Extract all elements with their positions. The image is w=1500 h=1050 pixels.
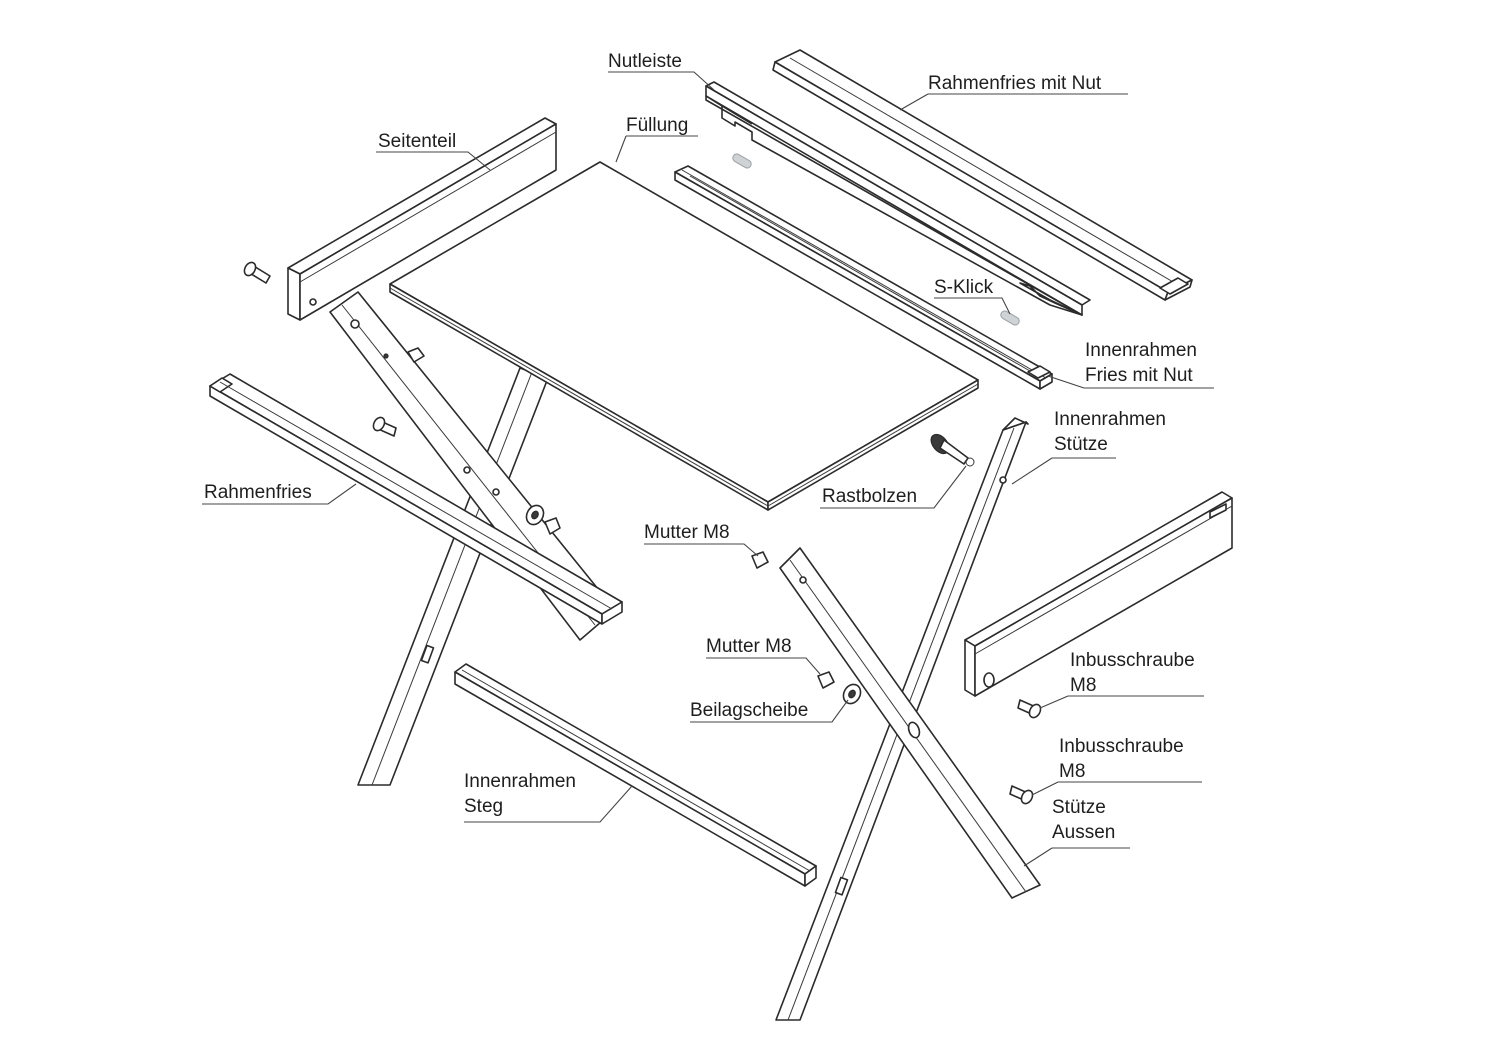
label-innenrahmen-steg-line2: Steg [464,796,503,817]
part-rastbolzen [930,433,975,467]
label-mutter-m8-top: Mutter M8 [644,522,730,543]
label-inbusschraube-1-line2: M8 [1070,675,1096,696]
part-inbusschraube-left [243,261,271,284]
leader-lines [202,71,1214,867]
part-right-hardware [751,551,1042,805]
label-inbusschraube-2-line1: Inbusschraube [1059,736,1184,757]
part-left-legs [329,291,616,786]
label-rahmenfries: Rahmenfries [204,482,312,503]
part-seitenteil [287,117,557,321]
part-rahmenfries-mit-nut [772,49,1193,301]
part-innenrahmen-fries-mit-nut [674,165,1053,390]
label-innenrahmen-stuetze-line2: Stütze [1054,434,1108,455]
part-left-hardware [372,347,561,535]
label-innenrahmen-stuetze-line1: Innenrahmen [1054,409,1166,430]
label-s-klick: S-Klick [934,277,994,298]
label-stuetze-aussen-line2: Aussen [1052,822,1115,843]
part-s-klick [732,153,1020,326]
labels: Nutleiste Rahmenfries mit Nut Seitenteil… [204,51,1197,843]
label-innenrahmen-fries-line2: Fries mit Nut [1085,365,1193,386]
part-right-legs [775,417,1041,1021]
label-inbusschraube-1-line1: Inbusschraube [1070,650,1195,671]
label-fuellung: Füllung [626,115,688,136]
label-inbusschraube-2-line2: M8 [1059,761,1085,782]
part-fuellung [389,161,979,511]
label-stuetze-aussen-line1: Stütze [1052,797,1106,818]
label-beilagscheibe: Beilagscheibe [690,700,808,721]
part-rahmenfries [209,373,623,625]
label-rastbolzen: Rastbolzen [822,486,917,507]
label-innenrahmen-fries-line1: Innenrahmen [1085,340,1197,361]
label-rahmenfries-mit-nut: Rahmenfries mit Nut [928,73,1102,94]
label-mutter-m8-bottom: Mutter M8 [706,636,792,657]
label-seitenteil: Seitenteil [378,131,456,152]
label-innenrahmen-steg-line1: Innenrahmen [464,771,576,792]
label-nutleiste: Nutleiste [608,51,682,72]
part-seitenteil-right [964,491,1233,697]
part-innenrahmen-steg [454,663,817,887]
part-nutleiste [705,81,1091,316]
